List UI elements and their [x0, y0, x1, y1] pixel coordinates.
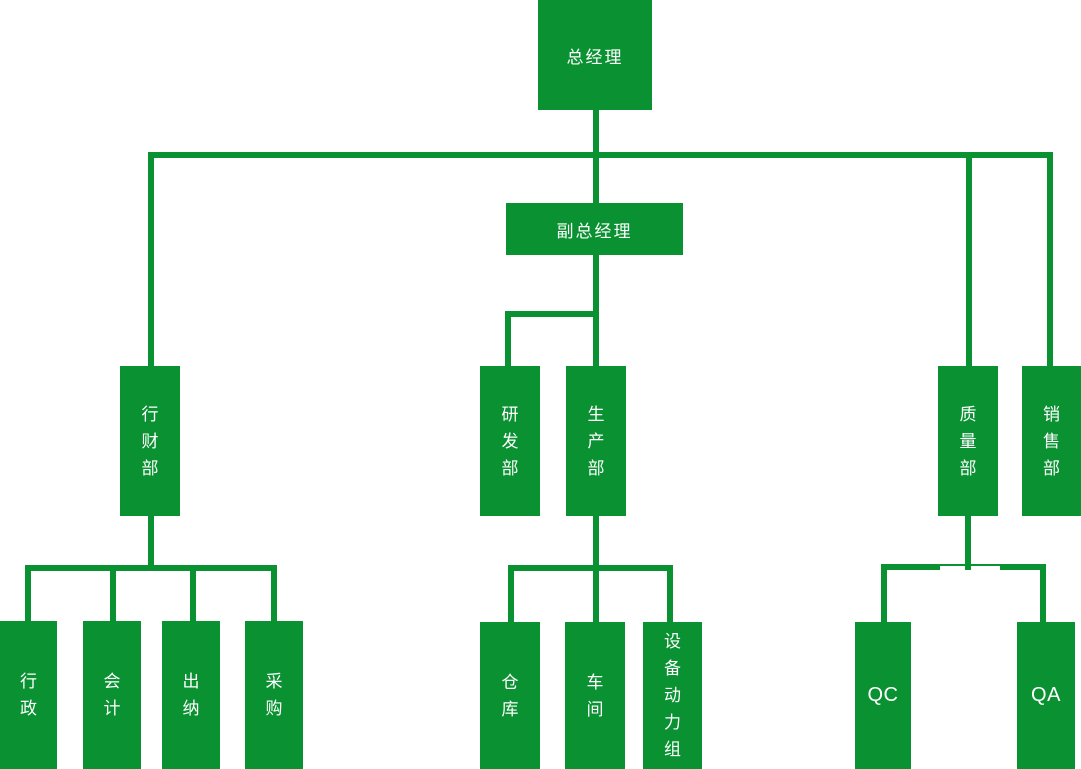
node-rd-dept: 研 发 部 — [480, 366, 540, 516]
node-cashier: 出 纳 — [162, 621, 220, 769]
connector-deputy-to-production — [593, 255, 599, 366]
connector-drop-purchasing — [271, 565, 277, 621]
node-accounting: 会 计 — [83, 621, 141, 769]
node-general-manager: 总经理 — [538, 0, 652, 110]
connector-drop-rd — [505, 311, 511, 366]
connector-drop-accounting — [110, 565, 116, 621]
connector-drop-qa — [1040, 564, 1046, 622]
node-purchasing: 采 购 — [245, 621, 303, 769]
connector-production-down — [593, 516, 599, 571]
node-production-dept: 生 产 部 — [566, 366, 626, 516]
connector-production-horizontal — [508, 565, 673, 571]
connector-drop-workshop — [593, 565, 599, 622]
connector-drop-admin — [25, 565, 31, 621]
node-quality-dept: 质 量 部 — [938, 366, 998, 516]
node-deputy-general-manager: 副总经理 — [506, 203, 683, 255]
node-qc: QC — [855, 622, 911, 769]
connector-drop-sales — [1047, 152, 1053, 366]
node-sales-dept: 销 售 部 — [1022, 366, 1081, 516]
connector-drop-warehouse — [508, 565, 514, 622]
connector-finance-horizontal — [25, 565, 277, 571]
connector-drop-finance-admin — [148, 152, 154, 366]
connector-drop-equipment — [667, 565, 673, 622]
node-equipment-power-group: 设 备 动 力 组 — [643, 622, 702, 769]
node-finance-admin-dept: 行 财 部 — [120, 366, 180, 516]
connector-drop-cashier — [190, 565, 196, 621]
node-admin: 行 政 — [0, 621, 57, 769]
node-qa: QA — [1017, 622, 1075, 769]
connector-quality-down — [965, 516, 971, 570]
connector-level1-horizontal — [148, 152, 1053, 158]
node-workshop: 车 间 — [565, 622, 625, 769]
connector-drop-qc — [881, 564, 887, 622]
connector-drop-quality — [966, 152, 972, 366]
connector-finance-down — [148, 516, 154, 571]
connector-deputy-horizontal — [505, 311, 599, 317]
node-warehouse: 仓 库 — [480, 622, 540, 769]
